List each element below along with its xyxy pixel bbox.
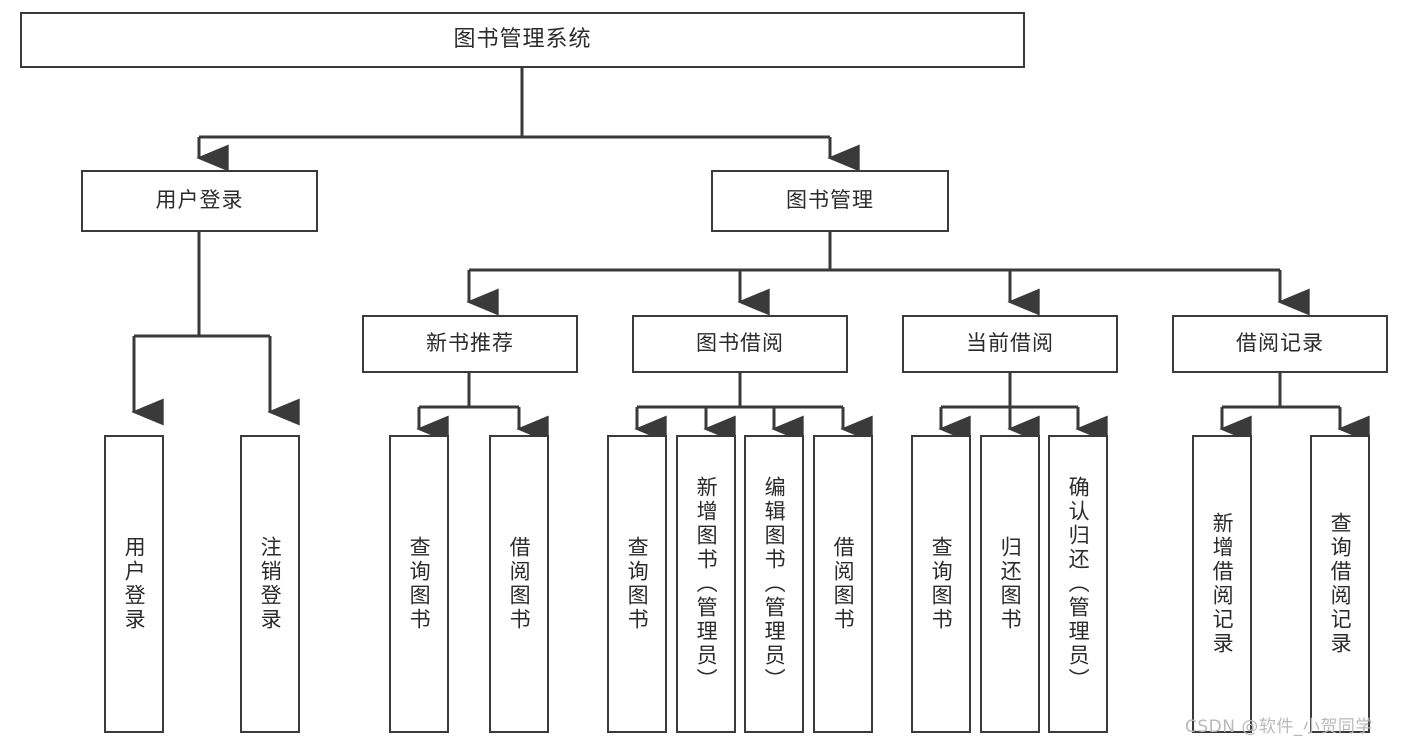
leaf-query-borrow-record-label: 查询借阅记录 [1328,512,1353,656]
leaf-query-book-2[interactable]: 查询图书 [607,435,667,733]
leaf-confirm-return[interactable]: 确认归还（管理员） [1048,435,1108,733]
leaf-logout-login-label: 注销登录 [258,536,283,632]
leaf-logout-login[interactable]: 注销登录 [240,435,300,733]
node-new-book-recommend[interactable]: 新书推荐 [362,315,578,373]
leaf-borrow-book-1-label: 借阅图书 [507,536,532,632]
leaf-query-book-3-label: 查询图书 [929,536,954,632]
leaf-query-book-1[interactable]: 查询图书 [389,435,449,733]
leaf-query-borrow-record[interactable]: 查询借阅记录 [1310,435,1370,733]
leaf-return-book[interactable]: 归还图书 [980,435,1040,733]
leaf-borrow-book-2[interactable]: 借阅图书 [813,435,873,733]
leaf-borrow-book-1[interactable]: 借阅图书 [489,435,549,733]
leaf-add-book[interactable]: 新增图书（管理员） [676,435,736,733]
leaf-borrow-book-2-label: 借阅图书 [831,536,856,632]
leaf-add-book-label: 新增图书（管理员） [694,476,719,692]
leaf-query-book-2-label: 查询图书 [625,536,650,632]
leaf-return-book-label: 归还图书 [998,536,1023,632]
leaf-edit-book[interactable]: 编辑图书（管理员） [744,435,804,733]
node-book-borrow[interactable]: 图书借阅 [632,315,848,373]
node-root-system[interactable]: 图书管理系统 [20,12,1025,68]
node-current-borrow[interactable]: 当前借阅 [902,315,1118,373]
leaf-add-borrow-record[interactable]: 新增借阅记录 [1192,435,1252,733]
node-book-management[interactable]: 图书管理 [711,170,949,232]
leaf-query-book-1-label: 查询图书 [407,536,432,632]
leaf-add-borrow-record-label: 新增借阅记录 [1210,512,1235,656]
leaf-edit-book-label: 编辑图书（管理员） [762,476,787,692]
leaf-confirm-return-label: 确认归还（管理员） [1066,476,1091,692]
leaf-user-login[interactable]: 用户登录 [104,435,164,733]
node-borrow-record[interactable]: 借阅记录 [1172,315,1388,373]
leaf-query-book-3[interactable]: 查询图书 [911,435,971,733]
csdn-watermark: CSDN @软件_小贺同学 [1185,717,1373,737]
leaf-user-login-label: 用户登录 [122,536,147,632]
node-user-login[interactable]: 用户登录 [81,170,318,232]
